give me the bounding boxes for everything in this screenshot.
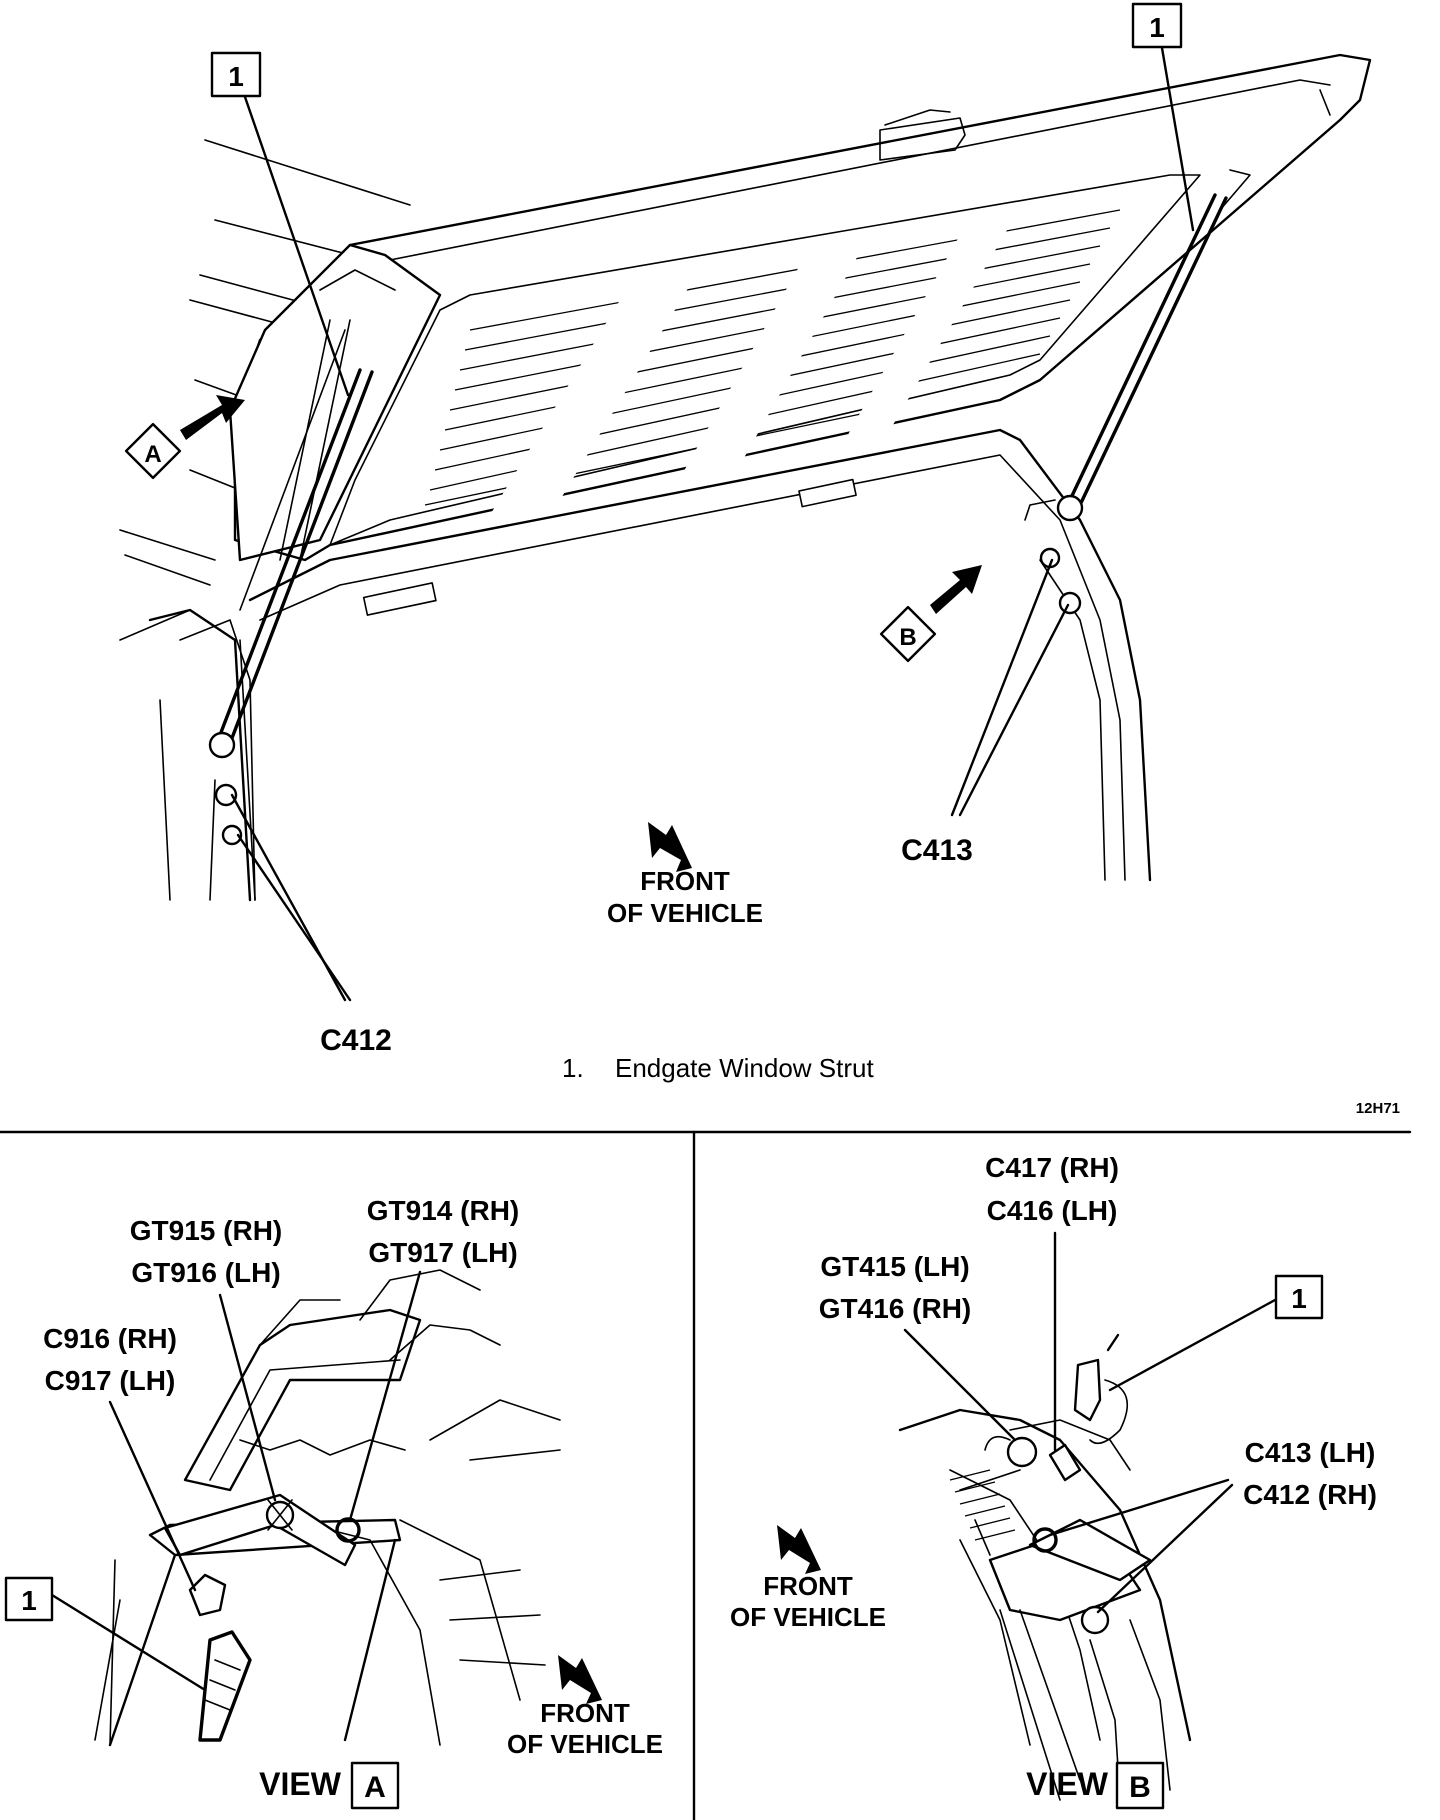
view-b-callout-box [1274, 1274, 1324, 1320]
view-b-panel: C417 (RH) C416 (LH) GT415 (LH) GT416 (RH… [730, 1152, 1377, 1810]
c412-label: C412 [320, 1024, 392, 1057]
view-b-connector-c417 [1048, 1443, 1082, 1482]
view-b-bracket [1028, 1518, 1152, 1582]
view-a-callout-box [4, 1576, 54, 1622]
label-gt916-lh: GT916 (LH) [131, 1257, 280, 1288]
c413-leader-b [958, 603, 1070, 817]
leader-c413 [1048, 1478, 1230, 1537]
right-strut [1024, 169, 1251, 615]
callout-right-number: 1 [1149, 12, 1165, 43]
label-c416-lh: C416 (LH) [987, 1195, 1118, 1226]
leader-gt415 [903, 1328, 1017, 1442]
view-b-title-box [1115, 1761, 1165, 1810]
callout-left-leader [243, 95, 350, 397]
view-a-ground-gt914 [335, 1517, 361, 1543]
view-b-title: VIEW [1026, 1766, 1109, 1802]
view-a-title-letter: A [364, 1771, 386, 1804]
view-b-pointer: B [879, 565, 982, 663]
front-arrow-view-b [777, 1525, 821, 1574]
endgate-window [233, 53, 1372, 562]
callout-box-left: 1 [210, 51, 350, 397]
front-label-view-a-line1: FRONT [540, 1698, 630, 1728]
front-label-view-b-line1: FRONT [763, 1571, 853, 1601]
leader-callout-b [1108, 1298, 1277, 1392]
view-b-strut-end [1073, 1358, 1102, 1422]
legend-number: 1. [562, 1053, 584, 1083]
left-pillar [228, 243, 442, 562]
label-c917-lh: C917 (LH) [45, 1365, 176, 1396]
left-strut [208, 329, 374, 901]
front-arrow-main [648, 822, 692, 872]
callout-right-leader [1160, 46, 1195, 232]
leader-c916 [108, 1400, 197, 1592]
view-a-callout-number: 1 [21, 1585, 37, 1616]
front-label-view-b-line2: OF VEHICLE [730, 1602, 886, 1632]
view-b-connector-c413 [1032, 1527, 1058, 1553]
label-c412-rh: C412 (RH) [1243, 1479, 1377, 1510]
legend-text: Endgate Window Strut [615, 1053, 874, 1083]
label-gt917-lh: GT917 (LH) [368, 1237, 517, 1268]
front-label-main-line2: OF VEHICLE [607, 898, 763, 928]
label-gt415-lh: GT415 (LH) [820, 1251, 969, 1282]
view-b-title-letter: B [1129, 1771, 1151, 1804]
roof-lines [119, 139, 411, 586]
view-b-ground-gt415 [1006, 1436, 1038, 1468]
view-a-title-box [350, 1761, 400, 1810]
leader-gt914 [348, 1270, 422, 1522]
view-b-connector-c412 [1080, 1605, 1110, 1635]
callout-box-right: 1 [1131, 2, 1195, 232]
leader-callout-a [50, 1593, 207, 1692]
label-c916-rh: C916 (RH) [43, 1323, 177, 1354]
main-view: 1 1 A B C412 C413 FRONT [119, 2, 1400, 1117]
label-c413-lh: C413 (LH) [1245, 1437, 1376, 1468]
callout-left-number: 1 [228, 61, 244, 92]
front-label-main-line1: FRONT [640, 866, 730, 896]
view-a-title: VIEW [259, 1766, 342, 1802]
c412-leader-b [236, 833, 352, 1002]
view-a-panel: GT915 (RH) GT916 (LH) GT914 (RH) GT917 (… [4, 1195, 663, 1810]
leader-gt915 [218, 1293, 277, 1502]
left-latch [362, 582, 437, 616]
view-a-pointer-letter: A [144, 441, 161, 468]
c413-label: C413 [901, 834, 973, 867]
label-gt915-rh: GT915 (RH) [130, 1215, 282, 1246]
body-opening [119, 428, 1152, 902]
label-gt914-rh: GT914 (RH) [367, 1195, 519, 1226]
view-b-pointer-letter: B [899, 624, 916, 651]
figure-code: 12H71 [1356, 1100, 1400, 1117]
c413-leader-a [950, 558, 1054, 817]
right-latch [798, 478, 857, 508]
view-b-body [898, 1408, 1192, 1801]
view-a-connector-c916 [188, 1573, 227, 1617]
view-b-hatched-seal [949, 1469, 1016, 1541]
front-label-view-a-line2: OF VEHICLE [507, 1729, 663, 1759]
view-a-pointer: A [124, 395, 245, 480]
view-b-callout-number: 1 [1291, 1283, 1307, 1314]
label-gt416-rh: GT416 (RH) [819, 1293, 971, 1324]
front-arrow-view-a [558, 1655, 602, 1704]
label-c417-rh: C417 (RH) [985, 1152, 1119, 1183]
leader-c412 [1096, 1483, 1234, 1614]
